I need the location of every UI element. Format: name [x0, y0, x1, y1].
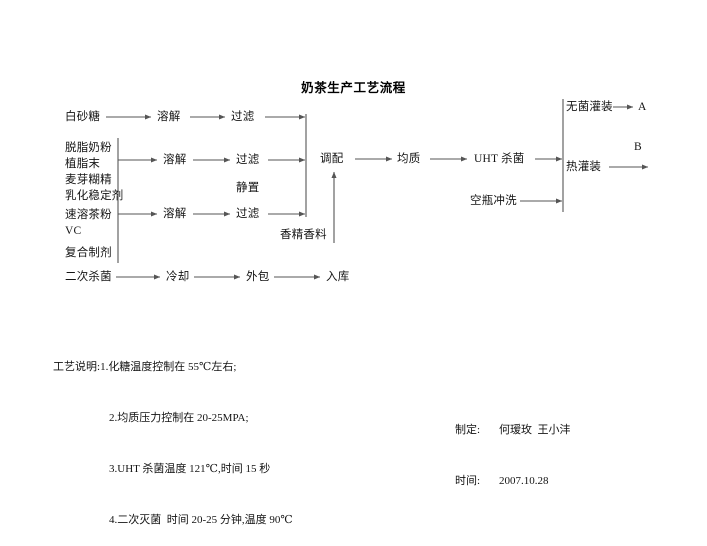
node-aseptic-filling: 无菌灌装: [566, 101, 613, 113]
node-blending: 调配: [320, 153, 344, 165]
node-warehousing: 入库: [326, 271, 350, 283]
node-settling: 静置: [236, 182, 260, 194]
node-vitamin-c: VC: [65, 225, 82, 237]
node-output-b: B: [634, 141, 642, 153]
node-skim-milk-powder: 脱脂奶粉: [65, 142, 112, 154]
process-notes-line-1: 工艺说明:1.化糖温度控制在 55℃左右;: [53, 359, 293, 376]
process-note-1: 1.化糖温度控制在 55℃左右;: [100, 361, 237, 373]
process-notes-heading: 工艺说明:: [53, 361, 101, 373]
node-cooling: 冷却: [166, 271, 190, 283]
node-dissolve-powder: 溶解: [163, 154, 187, 166]
node-secondary-sterilization: 二次杀菌: [65, 271, 112, 283]
node-compound-preparation: 复合制剂: [65, 247, 112, 259]
process-note-4: 4.二次灭菌 时间 20-25 分钟,温度 90℃: [109, 514, 293, 526]
process-notes-line-3: 3.UHT 杀菌温度 121℃,时间 15 秒: [53, 461, 293, 478]
process-note-2: 2.均质压力控制在 20-25MPA;: [109, 412, 249, 424]
signature-date: 2007.10.28: [499, 475, 549, 487]
process-notes: 工艺说明:1.化糖温度控制在 55℃左右; 2.均质压力控制在 20-25MPA…: [53, 325, 293, 546]
process-notes-line-2: 2.均质压力控制在 20-25MPA;: [53, 410, 293, 427]
node-emulsifier-stabilizer: 乳化稳定剂: [65, 190, 124, 202]
node-non-dairy-creamer: 植脂末: [65, 158, 101, 170]
signature-date-label: 时间:: [455, 475, 481, 487]
signature-author-label: 制定:: [455, 424, 481, 436]
node-dissolve-tea: 溶解: [163, 208, 187, 220]
node-homogenization: 均质: [397, 153, 421, 165]
node-filter-tea: 过滤: [236, 208, 260, 220]
process-note-3: 3.UHT 杀菌温度 121℃,时间 15 秒: [109, 463, 271, 475]
node-dissolve-sugar: 溶解: [157, 111, 181, 123]
node-outer-packaging: 外包: [246, 271, 270, 283]
process-notes-line-4: 4.二次灭菌 时间 20-25 分钟,温度 90℃: [53, 512, 293, 529]
node-uht-sterilization: UHT 杀菌: [474, 153, 525, 165]
node-maltodextrin: 麦芽糊精: [65, 174, 112, 186]
node-flavors-fragrances: 香精香料: [280, 229, 327, 241]
page-title: 奶茶生产工艺流程: [301, 81, 406, 95]
node-hot-filling: 热灌装: [566, 161, 602, 173]
signature-authors-row: 制定: 何瑷玫 王小沣: [455, 422, 571, 439]
node-instant-tea-powder: 速溶茶粉: [65, 209, 112, 221]
flowchart-canvas: [106, 99, 649, 280]
node-bottle-rinsing: 空瓶冲洗: [470, 195, 517, 207]
node-white-sugar: 白砂糖: [65, 111, 101, 123]
node-filter-sugar: 过滤: [231, 111, 255, 123]
node-filter-powder: 过滤: [236, 154, 260, 166]
node-output-a: A: [638, 101, 647, 113]
signature-authors: 何瑷玫 王小沣: [499, 424, 571, 436]
signature-date-row: 时间: 2007.10.28: [455, 473, 571, 490]
signature-block: 制定: 何瑷玫 王小沣 时间: 2007.10.28: [455, 388, 571, 507]
